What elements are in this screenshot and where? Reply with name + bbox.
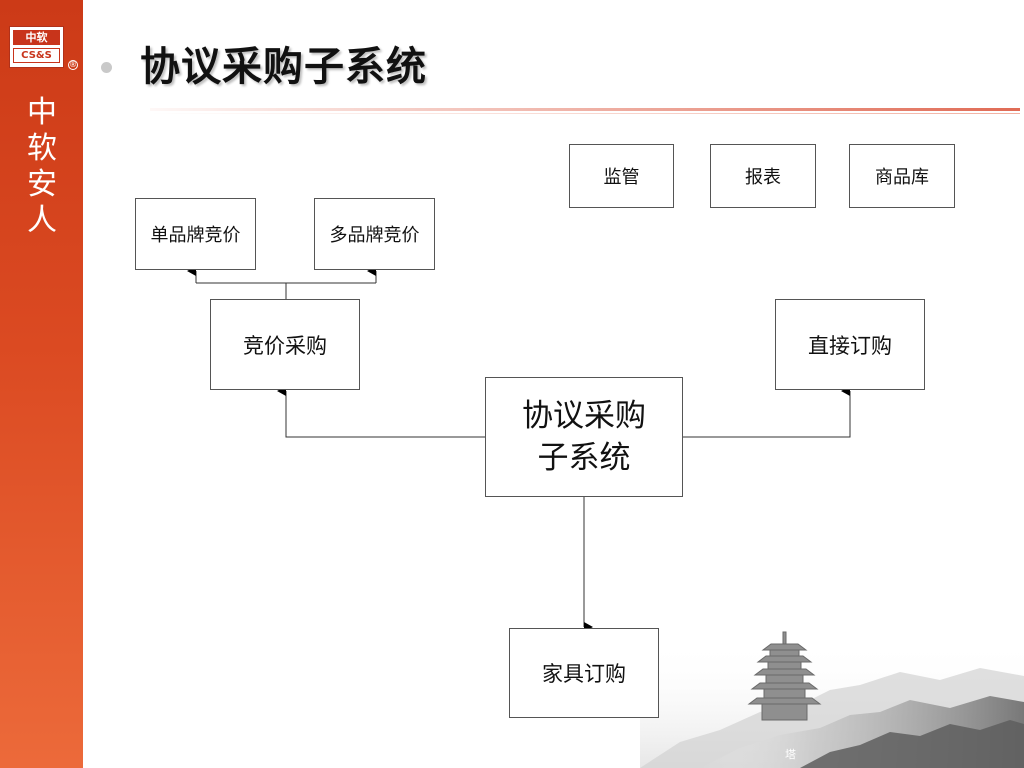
node-product-library: 商品库 xyxy=(849,144,955,208)
node-product-library-label: 商品库 xyxy=(875,167,929,188)
slogan-char: 中 xyxy=(27,95,57,130)
title-divider xyxy=(150,108,1020,111)
node-direct-order: 直接订购 xyxy=(775,299,925,390)
node-bidding-purchase: 竞价采购 xyxy=(210,299,360,390)
brand-slogan: 中 软 安 人 xyxy=(24,95,60,239)
registered-mark: ® xyxy=(68,60,78,70)
node-center-label-line1: 协议采购 xyxy=(522,398,646,434)
edge-center-to-direct-order xyxy=(683,386,851,438)
node-reports: 报表 xyxy=(710,144,816,208)
node-bidding-purchase-label: 竞价采购 xyxy=(243,333,327,358)
page-title: 协议采购子系统 xyxy=(140,44,427,90)
node-single-brand-bidding-label: 单品牌竞价 xyxy=(150,225,241,246)
slogan-char: 软 xyxy=(27,131,57,166)
node-multi-brand-bidding-label: 多品牌竞价 xyxy=(329,225,420,246)
slogan-char: 安 xyxy=(27,167,57,202)
node-single-brand-bidding: 单品牌竞价 xyxy=(135,198,256,270)
node-agreement-procurement-subsystem: 协议采购 子系统 xyxy=(485,377,683,497)
node-reports-label: 报表 xyxy=(745,167,781,188)
logo-top-text: 中软 xyxy=(13,30,60,45)
title-divider-secondary xyxy=(150,113,1020,114)
node-furniture-order: 家具订购 xyxy=(509,628,659,718)
node-supervision: 监管 xyxy=(569,144,674,208)
node-center-label-line2: 子系统 xyxy=(537,440,631,476)
node-multi-brand-bidding: 多品牌竞价 xyxy=(314,198,435,270)
edge-center-to-bidding xyxy=(277,386,485,438)
brand-sidebar: 中软 CS&S ® 中 软 安 人 xyxy=(0,0,83,768)
slogan-char: 人 xyxy=(27,203,57,238)
logo-bottom-text: CS&S xyxy=(13,48,60,63)
title-bullet xyxy=(101,62,112,73)
node-direct-order-label: 直接订购 xyxy=(808,333,892,358)
company-logo: 中软 CS&S xyxy=(9,26,64,68)
node-supervision-label: 监管 xyxy=(603,167,640,188)
node-furniture-order-label: 家具订购 xyxy=(542,662,626,686)
